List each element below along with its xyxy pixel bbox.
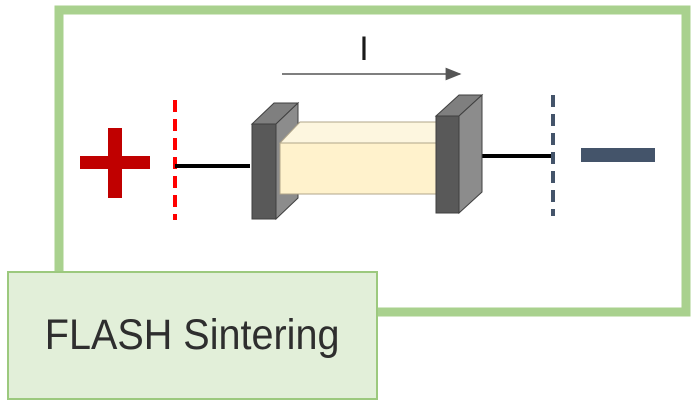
plus-icon: [80, 128, 150, 198]
right-electrode: [434, 93, 484, 215]
caption-title: FLASH Sintering: [45, 311, 340, 359]
caption-box: FLASH Sintering: [7, 271, 378, 400]
minus-icon: [581, 148, 655, 162]
current-label: I: [359, 30, 368, 68]
sample-body: [278, 121, 460, 195]
